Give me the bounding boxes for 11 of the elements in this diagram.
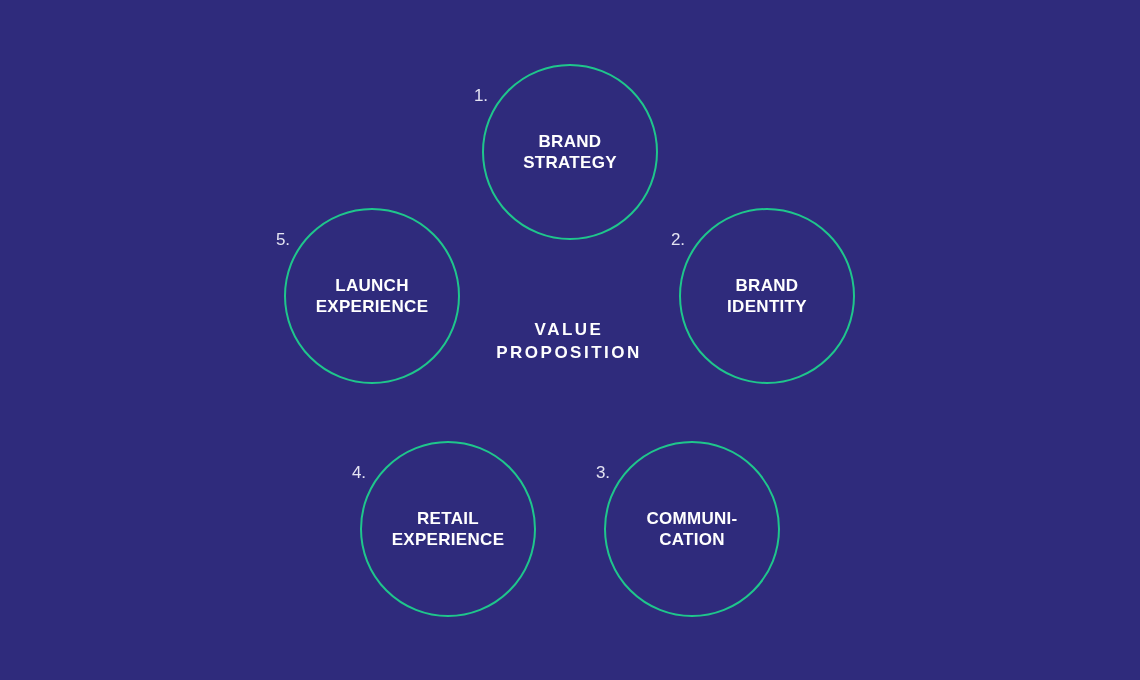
step-title: COMMUNI- CATION <box>646 508 738 550</box>
step-title: BRAND STRATEGY <box>523 131 617 173</box>
step-number: 3. <box>595 464 611 482</box>
step-number: 1. <box>473 87 489 105</box>
step-number: 4. <box>351 464 367 482</box>
step-title: LAUNCH EXPERIENCE <box>315 275 429 317</box>
step-number: 5. <box>275 231 291 249</box>
center-label: VALUE PROPOSITION <box>496 319 642 364</box>
step-number: 2. <box>670 231 686 249</box>
step-title: RETAIL EXPERIENCE <box>391 508 505 550</box>
step-title: BRAND IDENTITY <box>727 275 807 317</box>
